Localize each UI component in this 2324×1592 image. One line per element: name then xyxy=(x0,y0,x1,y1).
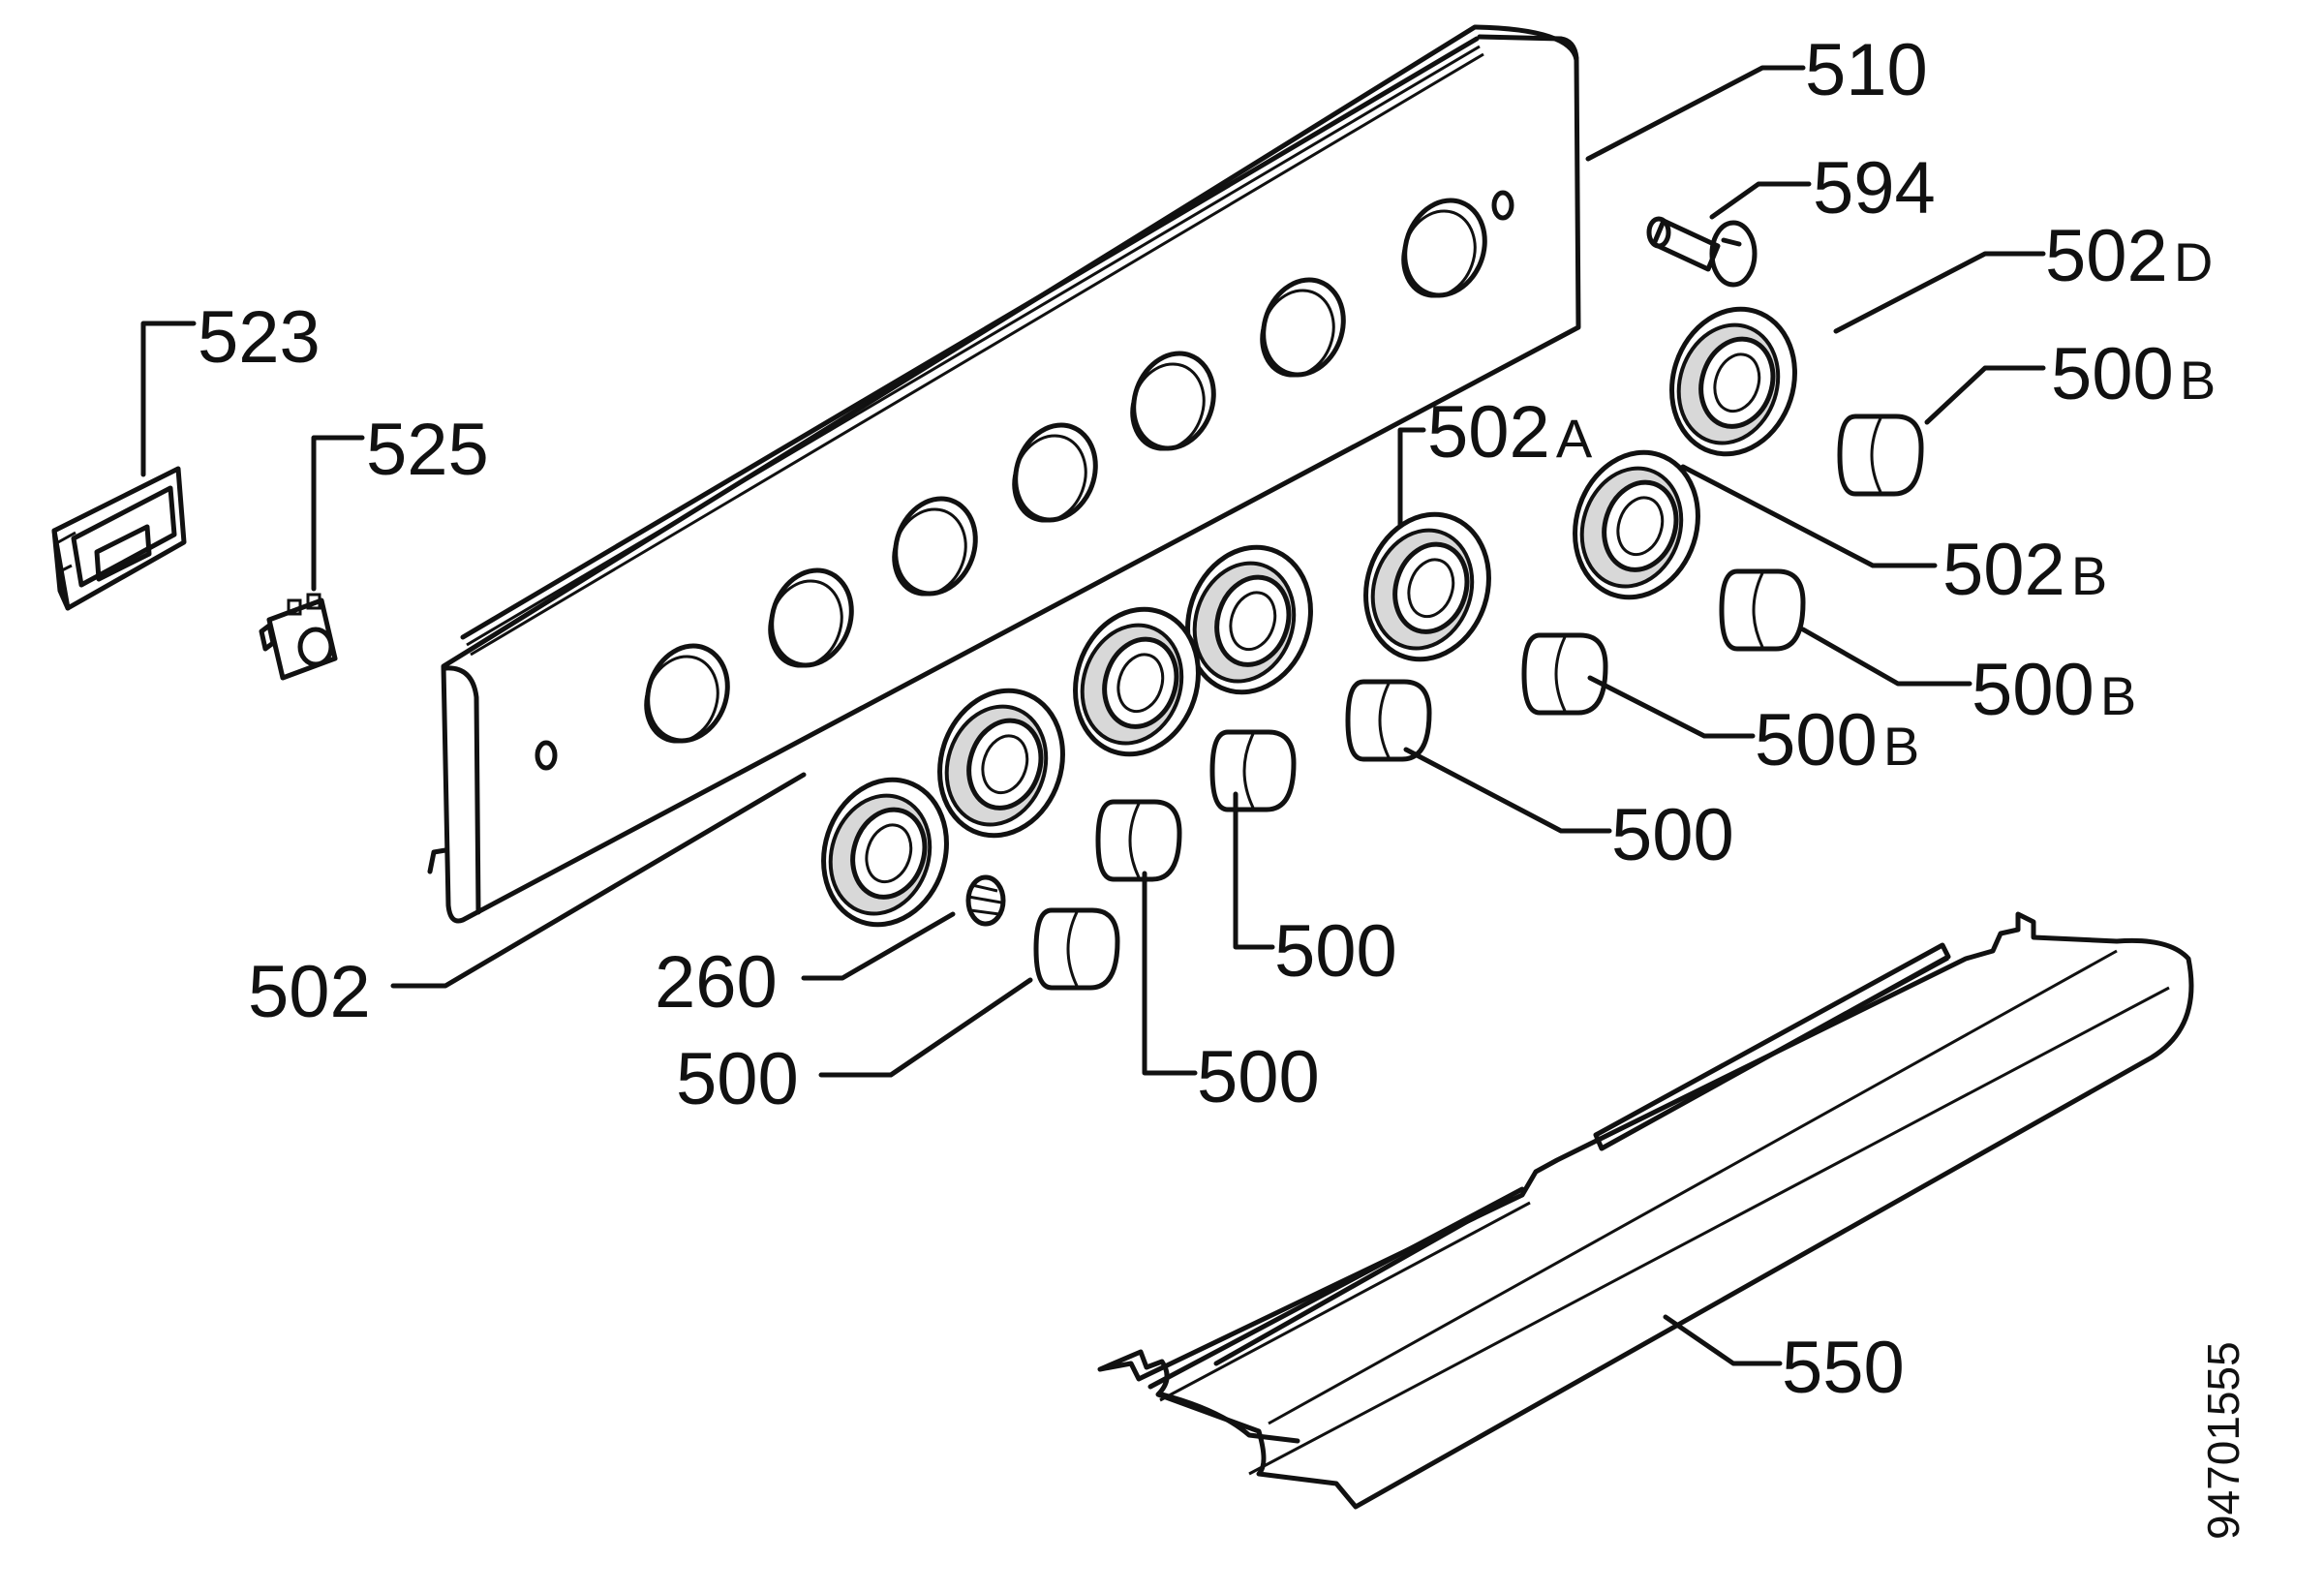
label-594: 594 xyxy=(1813,147,1936,230)
label-525: 525 xyxy=(366,409,489,491)
label-523: 523 xyxy=(198,296,321,379)
label-502: 502 xyxy=(248,951,371,1033)
label-500-c: 500 xyxy=(676,1038,799,1120)
document-id: 94701555 xyxy=(2198,1341,2248,1540)
switch-525 xyxy=(259,593,338,681)
trim-strip-550 xyxy=(1097,911,2194,1510)
label-260: 260 xyxy=(655,941,778,1024)
spring-260 xyxy=(965,874,1006,927)
label-500-a: 500 xyxy=(1611,794,1734,876)
label-500-d: 500 xyxy=(1197,1036,1320,1118)
leader-lines xyxy=(140,65,2046,1366)
panel-knob-holes xyxy=(535,190,1514,771)
label-510: 510 xyxy=(1805,29,1928,111)
indicator-lamp-594 xyxy=(1646,216,1758,288)
label-550: 550 xyxy=(1782,1327,1905,1409)
label-500-b: 500 xyxy=(1274,910,1397,993)
rocker-switch-523 xyxy=(51,466,187,611)
